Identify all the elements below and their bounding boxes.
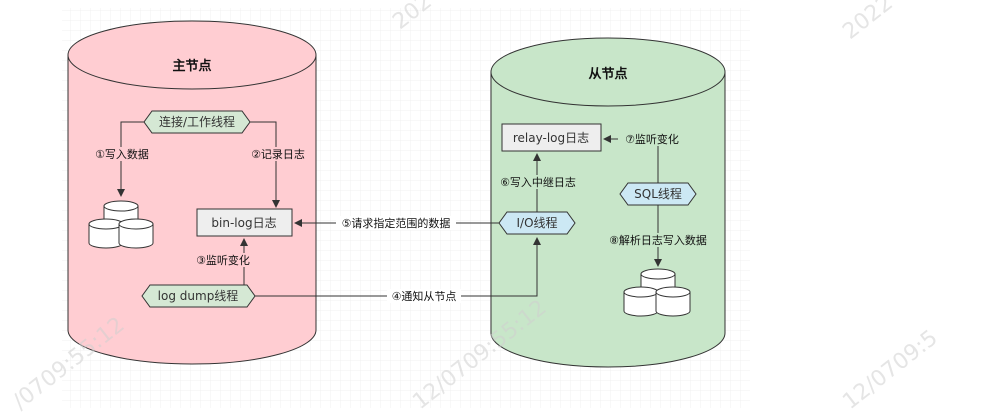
write-data-arrow: [117, 121, 144, 197]
sql-thread-label: SQL线程: [634, 186, 682, 201]
relaylog-box: [501, 123, 602, 152]
slave-database-icon: [623, 268, 691, 317]
master-database-icon: [88, 200, 154, 249]
dump-thread-hexagon: [141, 284, 256, 308]
step3-label-bg: [192, 253, 254, 267]
step7-label: ⑦监听变化: [625, 132, 679, 146]
notify-slave-arrow: [255, 237, 541, 297]
connection-thread-label: 连接/工作线程: [159, 114, 235, 129]
step1-label-bg: [90, 147, 154, 161]
master-node-cylinder: [67, 20, 317, 365]
master-node-title: 主节点: [172, 58, 211, 74]
record-log-arrow: [250, 121, 280, 208]
step6-label: ⑥写入中继日志: [500, 176, 576, 189]
step4-label-bg: [387, 289, 461, 303]
step6-label-bg: [497, 175, 579, 189]
step2-label: ②记录日志: [251, 148, 305, 161]
binlog-box: [196, 208, 293, 237]
step8-label-bg: [603, 233, 713, 247]
step5-label-bg: [336, 216, 456, 230]
io-thread-hexagon: [498, 211, 576, 235]
slave-node-title: 从节点: [588, 66, 627, 82]
step2-label-bg: [246, 147, 310, 161]
svg-text:12/0709:5: 12/0709:5: [838, 326, 942, 415]
step4-label: ④通知从节点: [392, 289, 457, 303]
binlog-label: bin-log日志: [211, 216, 276, 230]
step3-label: ③监听变化: [196, 253, 250, 267]
step7-label-bg: [618, 132, 686, 146]
dump-thread-label: log dump线程: [158, 288, 239, 303]
step5-label: ⑤请求指定范围的数据: [342, 216, 451, 230]
svg-text:2022: 2022: [838, 0, 898, 45]
io-thread-label: I/O线程: [516, 215, 557, 230]
step8-label: ⑧解析日志写入数据: [609, 233, 707, 247]
sql-thread-hexagon: [619, 182, 697, 206]
relaylog-label: relay-log日志: [513, 131, 589, 145]
step1-label: ①写入数据: [95, 147, 149, 161]
